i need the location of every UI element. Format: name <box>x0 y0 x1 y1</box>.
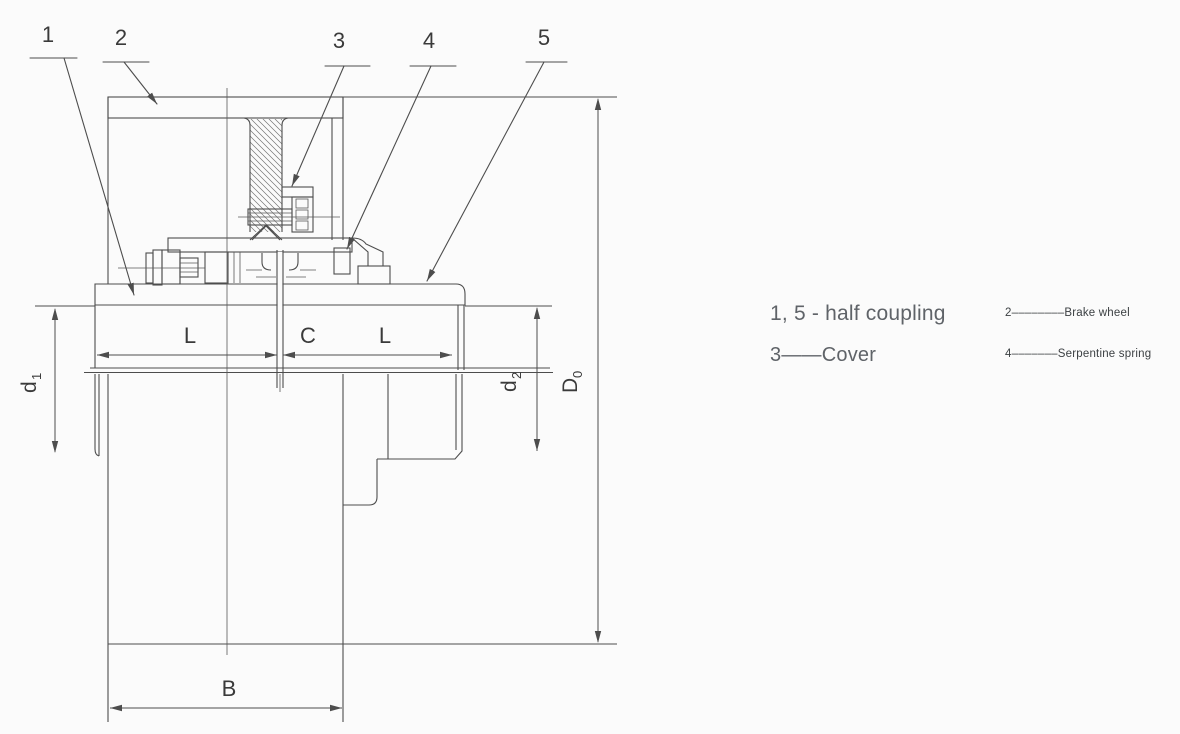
svg-text:1: 1 <box>29 373 44 380</box>
callout-4: 4 <box>423 28 435 53</box>
legend-half-coupling: 1, 5 - half coupling <box>770 302 946 325</box>
half-coupling-flanges <box>94 250 466 392</box>
callout-3: 3 <box>333 28 345 53</box>
dimension-C-L-right: C L <box>283 323 452 359</box>
brake-wheel <box>107 96 617 284</box>
coupling-section-diagram: L C L B d 1 d 2 <box>18 22 617 722</box>
legend-brake-wheel: 2––––––––Brake wheel <box>1005 307 1130 319</box>
svg-text:D: D <box>559 378 582 393</box>
dim-label-D0: D 0 <box>559 371 585 393</box>
dim-label-d1: d 1 <box>18 373 44 393</box>
svg-text:0: 0 <box>570 371 585 378</box>
legend-serpentine-spring: 4–––––––Serpentine spring <box>1005 348 1152 360</box>
dim-label-C: C <box>300 323 316 348</box>
callouts: 1 2 3 4 5 <box>29 22 568 296</box>
dimension-d2: d 2 <box>465 305 552 451</box>
lower-external-view <box>94 374 617 722</box>
cover-bolt <box>118 249 205 286</box>
dimension-d1: d 1 <box>18 305 95 453</box>
dim-label-L-left: L <box>184 323 196 348</box>
top-bolt-assembly <box>238 186 340 233</box>
svg-text:2: 2 <box>509 372 524 379</box>
dim-label-B: B <box>222 676 237 701</box>
legend-cover: 3——Cover <box>770 344 877 366</box>
serpentine-spring <box>204 247 351 284</box>
dim-label-d2: d 2 <box>498 372 524 392</box>
svg-text:d: d <box>498 380 521 392</box>
callout-2: 2 <box>115 25 127 50</box>
callout-5: 5 <box>538 25 550 50</box>
dimension-L-left: L <box>97 323 277 359</box>
axis-lines <box>84 88 553 655</box>
svg-text:d: d <box>18 381 41 393</box>
dimension-B: B <box>110 676 342 712</box>
callout-1: 1 <box>42 22 54 47</box>
dim-label-L-right: L <box>379 323 391 348</box>
dimension-D0: D 0 <box>559 98 602 643</box>
